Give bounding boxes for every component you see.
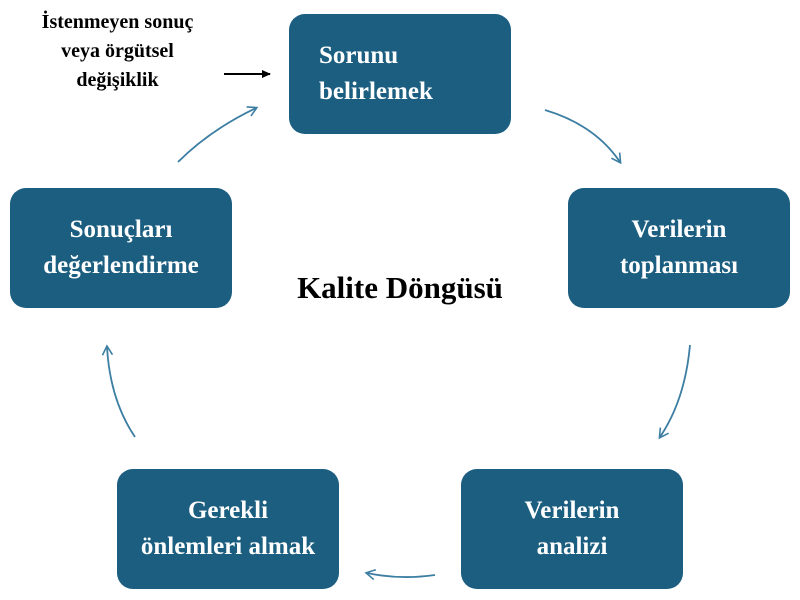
trigger-note: İstenmeyen sonuç veya örgütsel değişikli… bbox=[10, 8, 225, 95]
step-collect-data: Verilerin toplanması bbox=[568, 188, 790, 308]
arrow-step5-to-step1 bbox=[177, 106, 259, 163]
step-label: analizi bbox=[536, 533, 608, 560]
step-take-measures: Gerekli önlemleri almak bbox=[117, 469, 339, 589]
step-identify-problem: Sorunu belirlemek bbox=[289, 14, 511, 134]
step-label: Verilerin bbox=[524, 497, 620, 524]
diagram-title: Kalite Döngüsü bbox=[297, 270, 503, 305]
step-label: Sonuçları bbox=[69, 216, 173, 243]
trigger-line: veya örgütsel bbox=[61, 40, 174, 62]
trigger-line: değişiklik bbox=[76, 69, 159, 91]
arrow-step2-to-step3 bbox=[658, 344, 691, 440]
step-evaluate-results: Sonuçları değerlendirme bbox=[10, 188, 232, 308]
arrow-step3-to-step4 bbox=[364, 569, 436, 581]
step-label: belirlemek bbox=[319, 78, 433, 105]
arrow-step1-to-step2 bbox=[544, 109, 622, 165]
step-label: toplanması bbox=[619, 252, 739, 279]
arrow-step4-to-step5 bbox=[101, 344, 136, 438]
step-label: değerlendirme bbox=[43, 252, 199, 279]
trigger-line: İstenmeyen sonuç bbox=[41, 11, 194, 33]
step-label: önlemleri almak bbox=[140, 533, 316, 560]
step-label: Gerekli bbox=[187, 497, 269, 524]
step-label: Verilerin bbox=[631, 216, 727, 243]
step-analyze-data: Verilerin analizi bbox=[461, 469, 683, 589]
step-label: Sorunu bbox=[319, 42, 399, 69]
